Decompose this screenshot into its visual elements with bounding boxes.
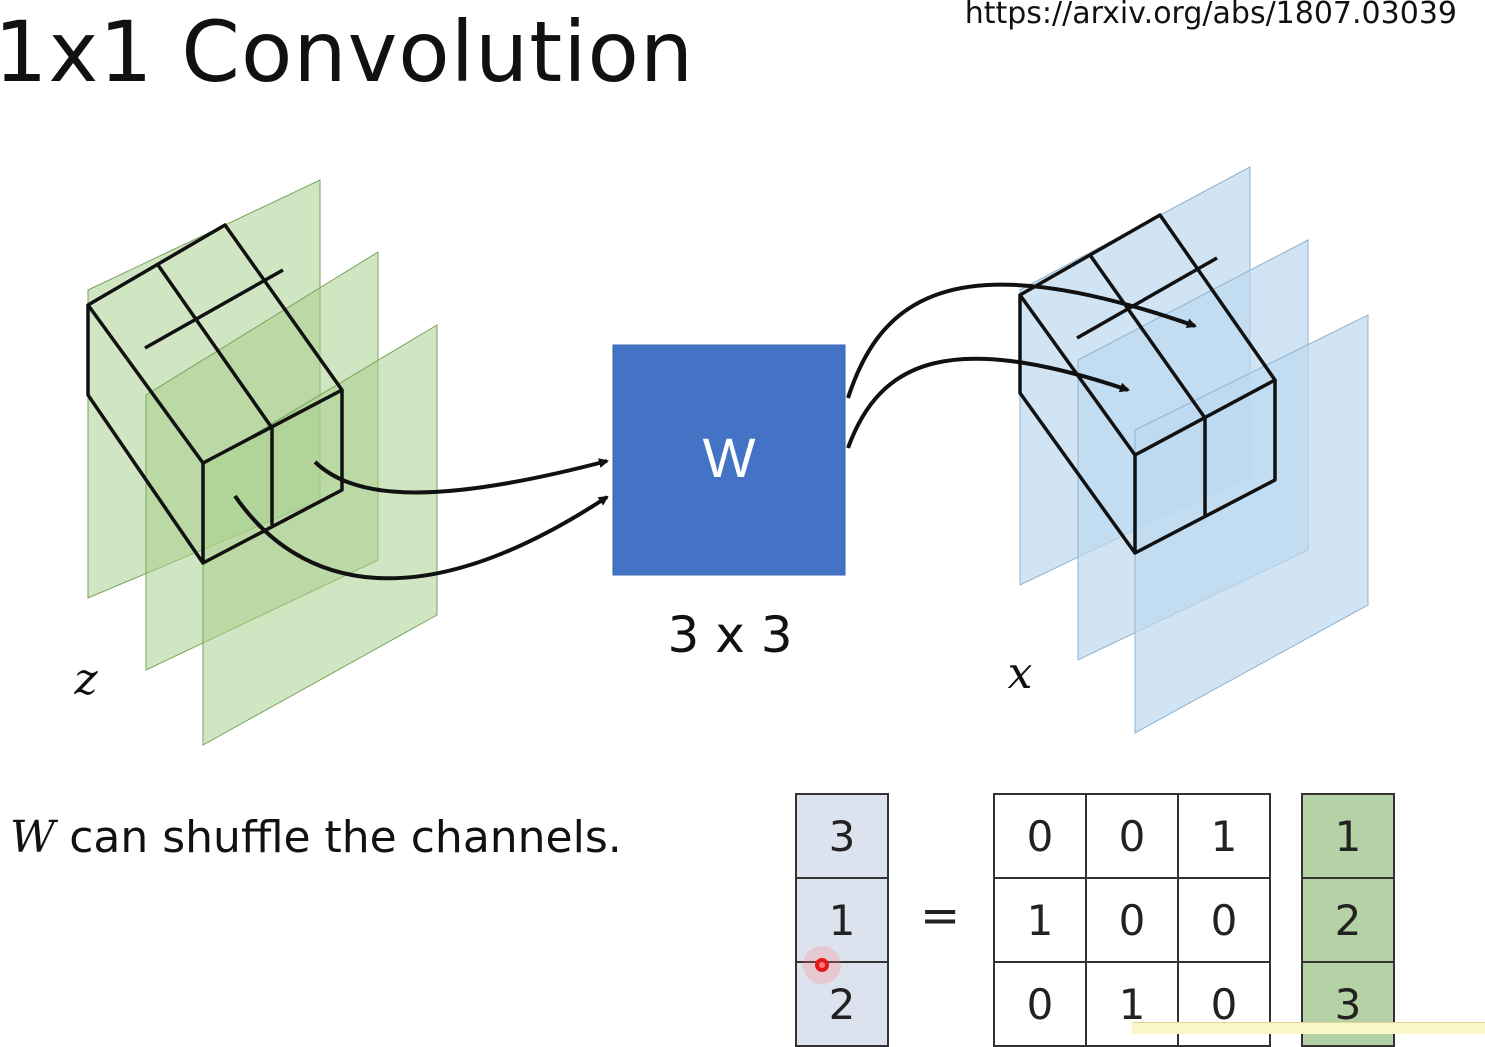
weight-size-label: 3 x 3 — [668, 606, 793, 664]
output-vector-cell: 3 — [795, 793, 889, 879]
input-vector-cell: 1 — [1301, 793, 1395, 879]
tooltip-edge — [1132, 1022, 1485, 1034]
paper-url: https://arxiv.org/abs/1807.03039 — [964, 0, 1457, 31]
arrow-w-to-output-upper — [846, 282, 1197, 399]
permutation-matrix: 0 0 1 1 0 0 0 1 0 — [993, 793, 1271, 1047]
pointer-cursor-icon — [815, 958, 829, 972]
equals-sign: = — [920, 888, 961, 944]
input-plane-front — [202, 324, 438, 746]
arrow-w-to-output-lower — [846, 356, 1130, 449]
input-label: z — [73, 654, 98, 705]
matrix-cell: 1 — [993, 877, 1087, 963]
input-feature-maps — [87, 179, 438, 746]
caption-variable: W — [10, 812, 56, 863]
matrix-cell: 0 — [993, 961, 1087, 1047]
output-arrows — [846, 282, 1197, 449]
weight-label: W — [703, 426, 756, 489]
matrix-cell: 0 — [993, 793, 1087, 879]
caption: W can shuffle the channels. — [10, 812, 622, 863]
output-vector: 3 1 2 — [795, 793, 889, 1047]
matrix-cell: 1 — [1177, 793, 1271, 879]
output-vector-cell: 1 — [795, 877, 889, 963]
matrix-cell: 0 — [1177, 877, 1271, 963]
weight-box — [612, 344, 846, 576]
output-label: x — [1008, 648, 1033, 699]
input-arrows — [233, 458, 609, 581]
output-feature-maps — [1019, 166, 1369, 734]
caption-text: can shuffle the channels. — [55, 812, 622, 863]
matrix-cell: 0 — [1085, 877, 1179, 963]
input-vector-cell: 2 — [1301, 877, 1395, 963]
arrow-input-to-w-lower — [233, 494, 609, 581]
conv-diagram: W 3 x 3 z x — [73, 166, 1369, 746]
output-cube — [1018, 213, 1277, 555]
slide-title: 1x1 Convolution — [0, 3, 695, 101]
output-plane-front — [1134, 314, 1369, 734]
input-vector: 1 2 3 — [1301, 793, 1395, 1047]
arrow-input-to-w-upper — [313, 458, 609, 495]
input-cube — [86, 223, 344, 565]
matrix-cell: 0 — [1085, 793, 1179, 879]
